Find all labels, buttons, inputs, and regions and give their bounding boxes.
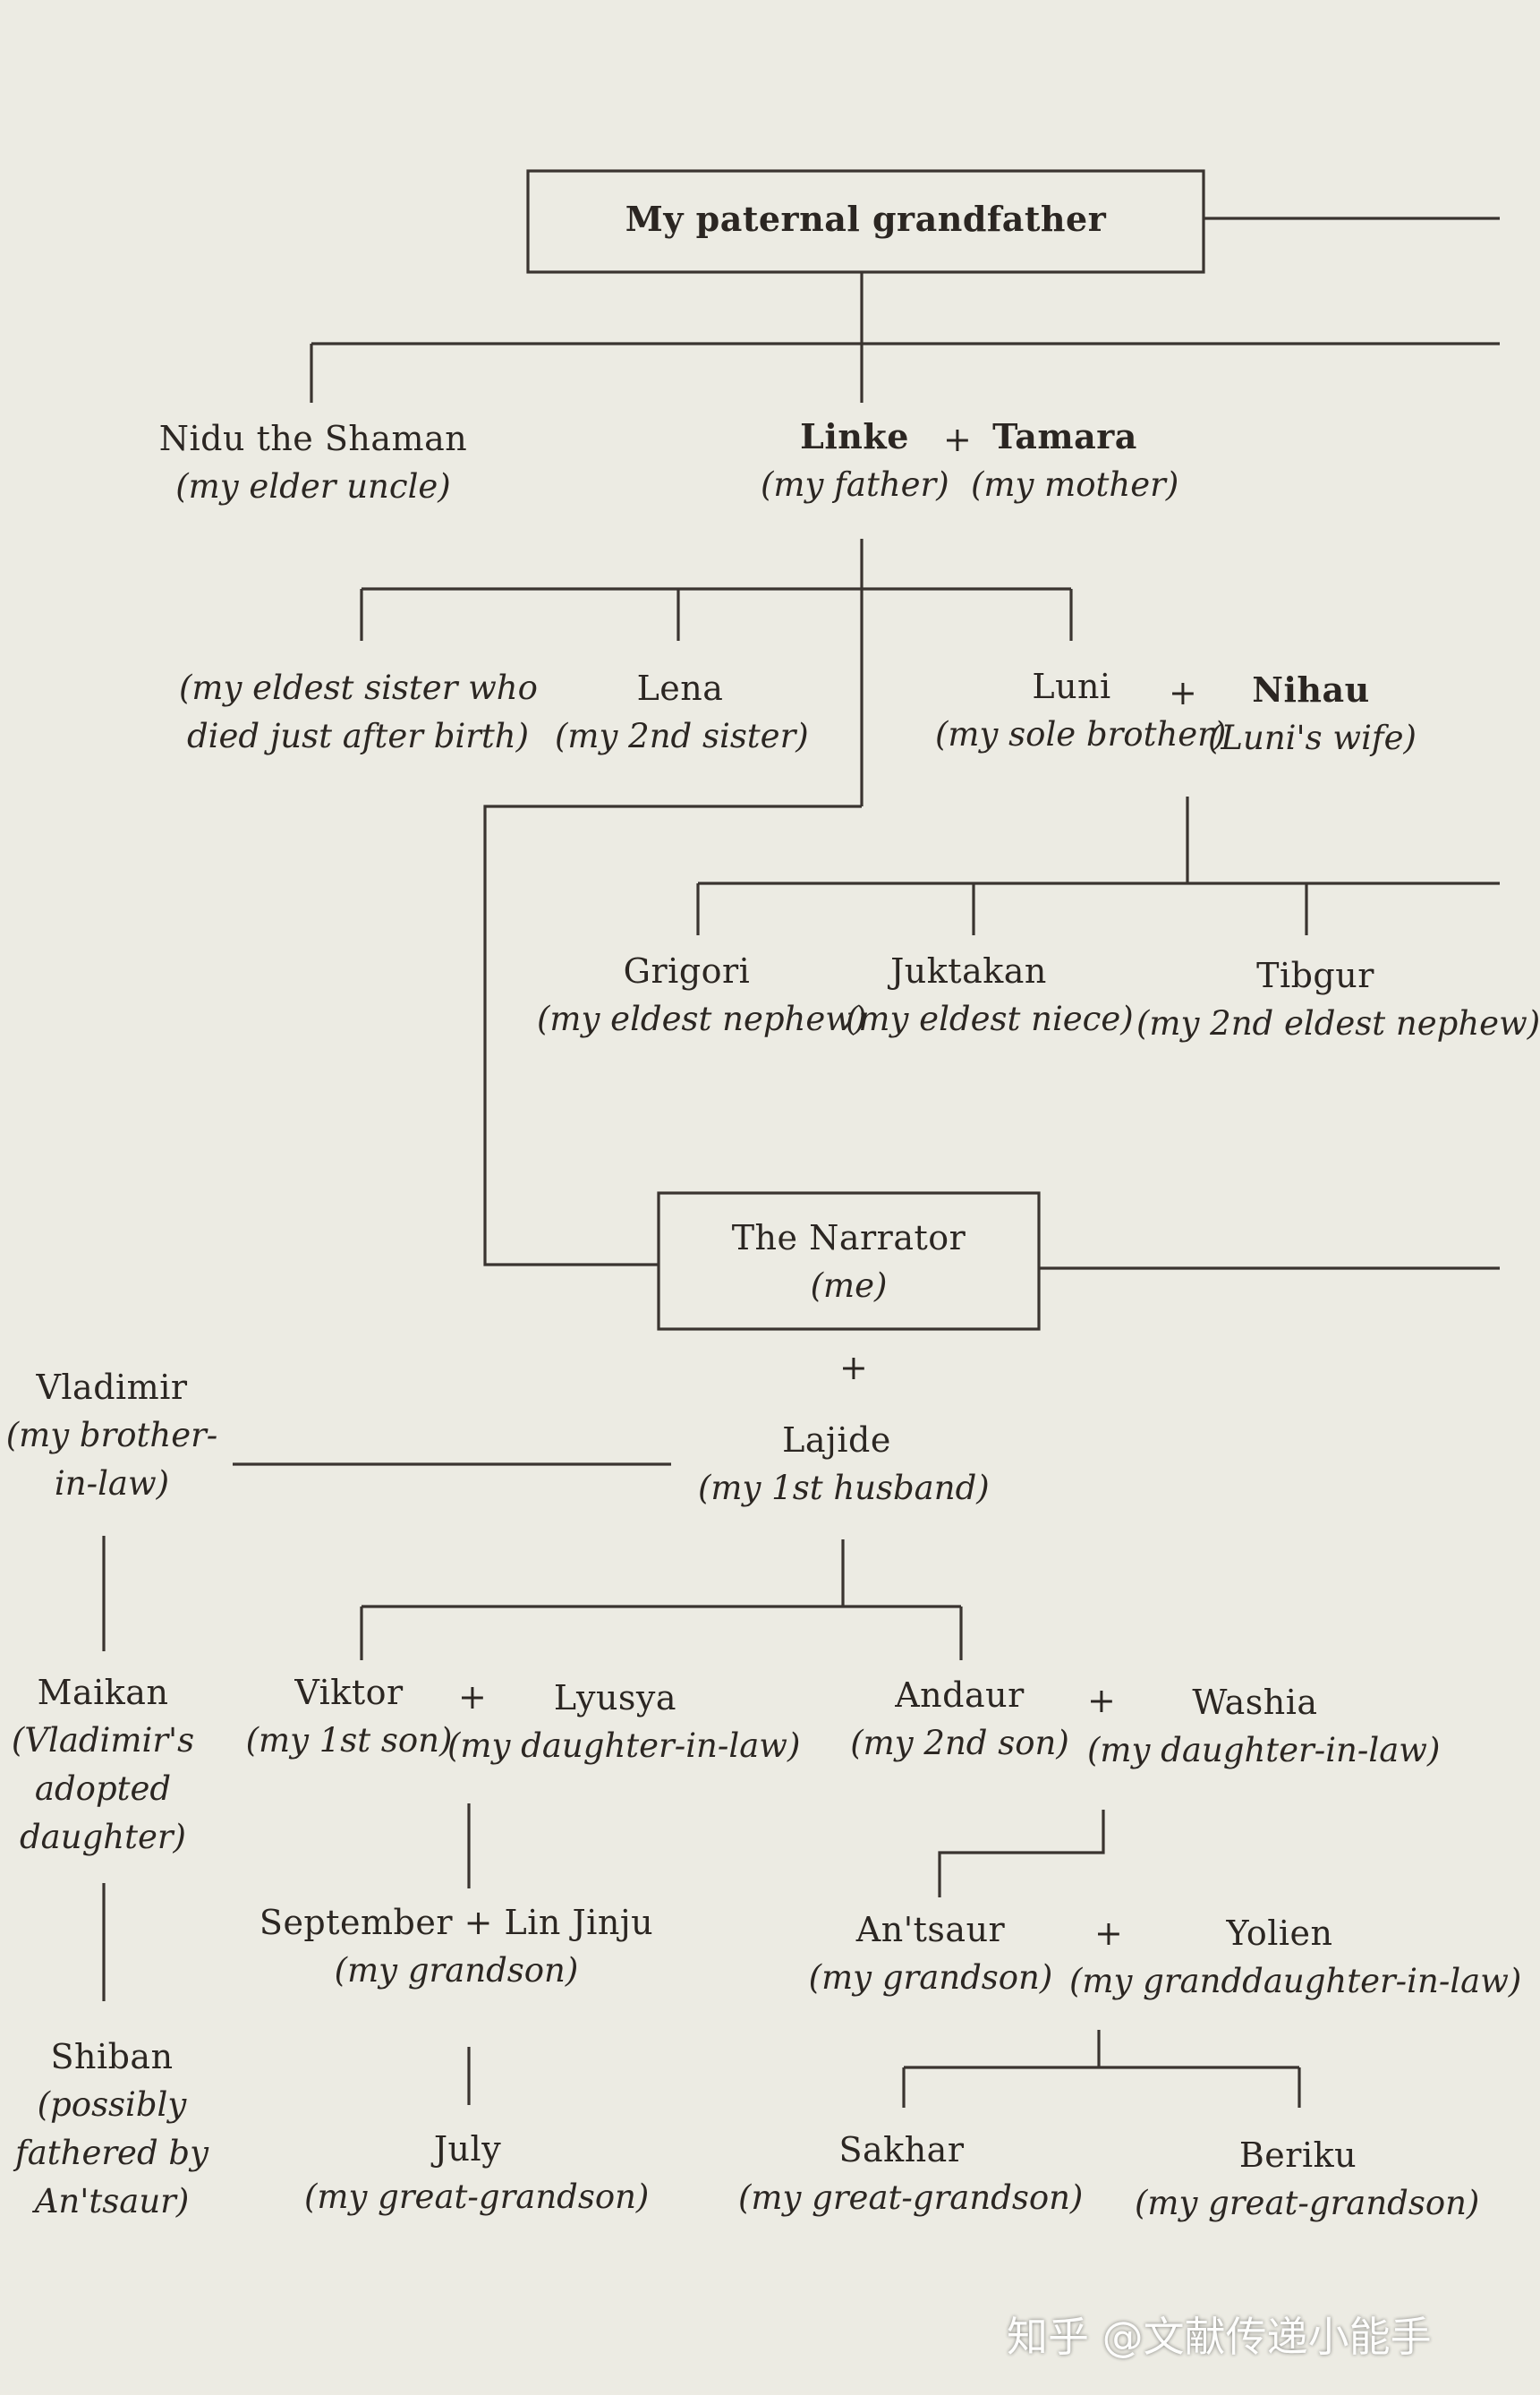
lyusya-node: Lyusya (my daughter-in-law) — [447, 1674, 801, 1770]
marriage-plus-luni: + — [1169, 673, 1197, 712]
lena-role: (my 2nd sister) — [555, 717, 809, 755]
juktakan-node: Juktakan (my eldest niece) — [846, 947, 1134, 1044]
marriage-plus-antsaur: + — [1094, 1913, 1123, 1953]
eldest-sister-line1: (my eldest sister who — [179, 669, 538, 707]
beriku-role: (my great-grandson) — [1135, 2184, 1480, 2222]
maikan-role-line3: daughter) — [20, 1818, 186, 1856]
september-name: September + Lin Jinju — [259, 1903, 654, 1942]
sakhar-name: Sakhar — [838, 2130, 965, 2169]
lyusya-role: (my daughter-in-law) — [447, 1726, 801, 1765]
eldest-sister-line2: died just after birth) — [186, 717, 530, 755]
narrator-node: The Narrator (me) — [659, 1214, 1039, 1310]
antsaur-node: An'tsaur (my grandson) — [805, 1905, 1056, 2002]
family-tree-diagram — [102, 169, 1500, 2108]
tamara-role: (my mother) — [971, 465, 1179, 504]
vladimir-role-line2: in-law) — [54, 1464, 170, 1503]
maikan-node: Maikan (Vladimir's adopted daughter) — [0, 1668, 206, 1862]
linke-role: (my father) — [761, 465, 949, 504]
andaur-name: Andaur — [895, 1675, 1025, 1715]
nihau-role: (Luni's wife) — [1208, 719, 1417, 757]
connector-andaur-antsaur — [938, 1810, 1105, 1897]
july-role: (my great-grandson) — [304, 2178, 650, 2216]
july-node: July (my great-grandson) — [304, 2125, 650, 2221]
shiban-role-line1: (possibly — [37, 2085, 187, 2124]
lena-name: Lena — [636, 669, 724, 708]
tamara-name: Tamara — [992, 416, 1137, 456]
tibgur-role: (my 2nd eldest nephew) — [1136, 1004, 1540, 1043]
shiban-name: Shiban — [50, 2037, 174, 2076]
lajide-node: Lajide (my 1st husband) — [698, 1416, 990, 1513]
lajide-name: Lajide — [782, 1420, 891, 1460]
lena-node: Lena (my 2nd sister) — [555, 664, 809, 761]
grigori-role: (my eldest nephew) — [537, 1000, 867, 1038]
washia-role: (my daughter-in-law) — [1087, 1731, 1441, 1769]
yolien-role: (my granddaughter-in-law) — [1069, 1962, 1522, 2000]
sakhar-role: (my great-grandson) — [738, 2178, 1084, 2217]
maikan-role-line1: (Vladimir's — [11, 1721, 195, 1760]
maikan-name: Maikan — [37, 1673, 169, 1712]
nidu-role: (my elder uncle) — [175, 467, 451, 506]
viktor-name: Viktor — [294, 1673, 404, 1712]
grigori-name: Grigori — [623, 951, 751, 991]
nihau-name: Nihau — [1252, 669, 1370, 710]
luni-role: (my sole brother) — [935, 715, 1227, 754]
antsaur-role: (my grandson) — [808, 1958, 1053, 1997]
beriku-node: Beriku (my great-grandson) — [1135, 2131, 1480, 2228]
viktor-node: Viktor (my 1st son) — [242, 1668, 456, 1765]
linke-name: Linke — [800, 416, 909, 456]
antsaur-name: An'tsaur — [855, 1910, 1006, 1949]
washia-name: Washia — [1192, 1683, 1318, 1722]
grigori-node: Grigori (my eldest nephew) — [537, 947, 867, 1044]
nidu-node: Nidu the Shaman (my elder uncle) — [152, 414, 474, 511]
september-node: September + Lin Jinju (my grandson) — [251, 1898, 662, 1995]
tibgur-name: Tibgur — [1256, 956, 1374, 995]
vladimir-name: Vladimir — [36, 1368, 188, 1407]
narrator-name: The Narrator — [731, 1218, 966, 1257]
grandfather-node: My paternal grandfather — [528, 195, 1204, 243]
tibgur-node: Tibgur (my 2nd eldest nephew) — [1136, 951, 1540, 1048]
tamara-node: Tamara (my mother) — [971, 413, 1179, 509]
shiban-role-line3: An'tsaur) — [34, 2182, 190, 2220]
vladimir-node: Vladimir (my brother- in-law) — [0, 1363, 224, 1508]
september-role: (my grandson) — [334, 1951, 579, 1990]
eldest-sister-node: (my eldest sister who died just after bi… — [179, 664, 538, 761]
nihau-node: Nihau (Luni's wife) — [1208, 666, 1417, 763]
lajide-role: (my 1st husband) — [698, 1469, 990, 1507]
narrator-box — [657, 1191, 1041, 1331]
connector-to-narrator — [483, 805, 862, 1266]
beriku-name: Beriku — [1238, 2135, 1357, 2175]
vladimir-role-line1: (my brother- — [5, 1416, 218, 1454]
grandfather-box — [526, 169, 1205, 274]
andaur-node: Andaur (my 2nd son) — [850, 1671, 1069, 1768]
maikan-role-line2: adopted — [34, 1769, 172, 1808]
marriage-plus-linke: + — [943, 420, 972, 459]
linke-node: Linke (my father) — [761, 413, 949, 509]
grandfather-name: My paternal grandfather — [625, 199, 1107, 239]
yolien-node: Yolien (my granddaughter-in-law) — [1069, 1909, 1522, 2006]
july-name: July — [433, 2129, 502, 2169]
nidu-name: Nidu the Shaman — [158, 419, 468, 458]
viktor-role: (my 1st son) — [245, 1721, 453, 1760]
andaur-role: (my 2nd son) — [850, 1724, 1069, 1762]
luni-name: Luni — [1032, 667, 1111, 706]
watermark: 知乎 @文献传递小能手 — [1007, 2313, 1432, 2361]
lyusya-name: Lyusya — [553, 1678, 677, 1717]
narrator-role: (me) — [810, 1266, 888, 1305]
marriage-plus-narrator: + — [839, 1348, 868, 1387]
marriage-plus-andaur: + — [1087, 1681, 1116, 1720]
washia-node: Washia (my daughter-in-law) — [1087, 1678, 1441, 1775]
luni-node: Luni (my sole brother) — [935, 662, 1227, 759]
marriage-plus-viktor: + — [458, 1677, 487, 1717]
yolien-name: Yolien — [1226, 1913, 1333, 1953]
sakhar-node: Sakhar (my great-grandson) — [738, 2126, 1084, 2222]
juktakan-name: Juktakan — [890, 951, 1047, 991]
shiban-role-line2: fathered by — [15, 2134, 208, 2172]
shiban-node: Shiban (possibly fathered by An'tsaur) — [0, 2033, 224, 2226]
juktakan-role: (my eldest niece) — [846, 1000, 1134, 1038]
